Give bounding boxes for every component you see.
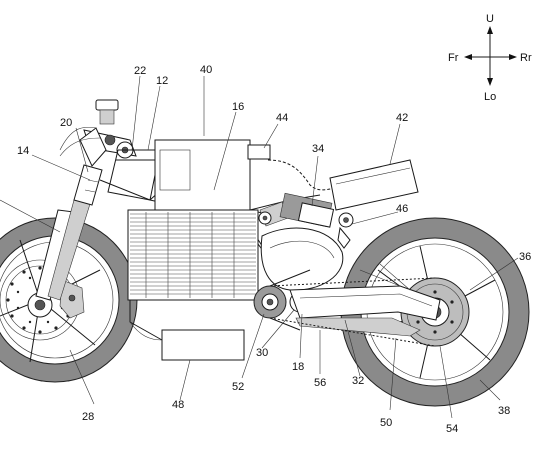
handlebar-assembly [59,99,137,167]
battery-case [329,159,419,211]
swing-arm [269,263,441,337]
front-wheel [0,217,138,383]
leader-lines [0,75,519,419]
ref-52: 52 [232,381,244,393]
direction-rear-label: Rr [520,52,532,64]
direction-front-label: Fr [448,52,459,64]
ref-54: 54 [446,423,458,435]
ref-12: 12 [156,75,168,87]
ref-30: 30 [256,347,268,359]
direction-down-label: Lo [484,91,496,103]
electric-wire [247,144,336,191]
ref-16: 16 [232,101,244,113]
ref-14: 14 [17,145,29,157]
ref-40: 40 [200,64,212,76]
ref-38: 38 [498,405,510,417]
rear-shock [258,192,335,228]
radiator-fins [130,212,256,298]
ref-18: 18 [292,361,304,373]
ref-32: 32 [352,375,364,387]
ref-28: 28 [82,411,94,423]
ref-42: 42 [396,112,408,124]
reference-numerals: 20 14 22 12 40 16 44 42 34 46 36 28 48 5… [17,64,531,435]
motor-pinion [253,285,287,319]
ref-44: 44 [276,112,288,124]
bracket [337,212,354,249]
drive-chain [269,277,436,347]
ref-50: 50 [380,417,392,429]
ref-48: 48 [172,399,184,411]
motor-housing [260,227,344,291]
ref-56: 56 [314,377,326,389]
battery-unit [127,139,259,301]
ref-36: 36 [519,251,531,263]
ref-20: 20 [60,117,72,129]
direction-up-label: U [486,13,494,25]
ref-34: 34 [312,143,324,155]
front-lower-unit [129,300,245,361]
front-fork [35,164,103,301]
direction-legend: U Lo Fr Rr [448,13,532,103]
ref-46: 46 [396,203,408,215]
ref-22: 22 [134,65,146,77]
